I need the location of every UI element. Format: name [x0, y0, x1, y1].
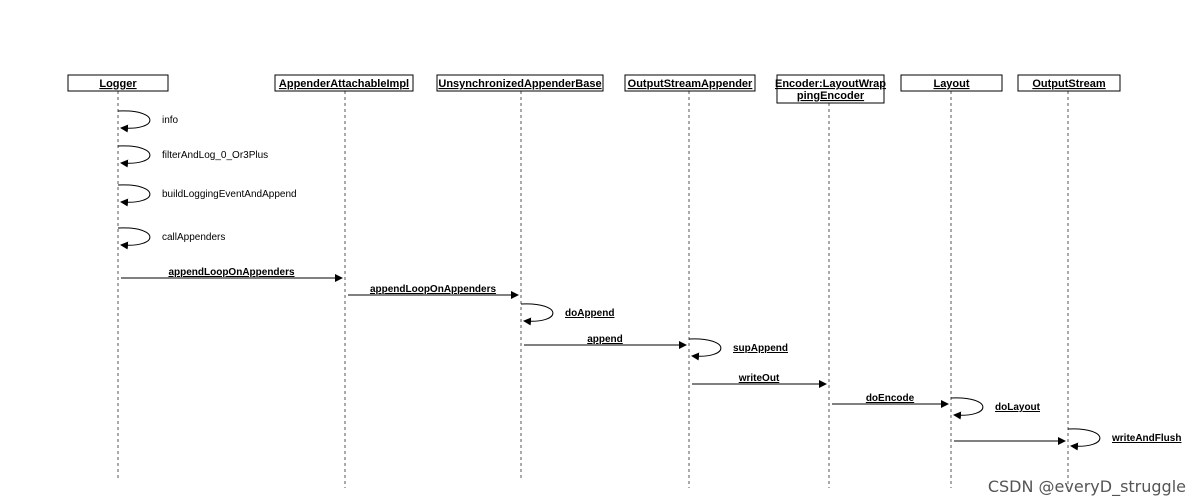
lifeline-label: OutputStream — [1032, 78, 1106, 90]
self-loop-arrow — [117, 110, 151, 133]
message-label: info — [162, 115, 179, 126]
lifeline-box — [274, 74, 414, 92]
self-message: doLayout — [950, 397, 1041, 420]
lifeline-box — [624, 74, 756, 92]
lifeline-box — [436, 74, 604, 92]
lifeline-label: Logger — [99, 78, 137, 90]
self-loop-arrow — [688, 338, 722, 361]
message-label: writeAndFlush — [1111, 433, 1181, 444]
watermark: CSDN @everyD_struggle — [987, 477, 1186, 496]
message-label: doEncode — [866, 393, 915, 404]
lifeline-label: OutputStreamAppender — [628, 78, 753, 90]
self-loop-arrow — [950, 397, 984, 420]
self-message: buildLoggingEventAndAppend — [117, 184, 297, 207]
message-label: filterAndLog_0_Or3Plus — [162, 150, 268, 161]
self-loop-arrow — [1067, 428, 1101, 451]
lifeline-logger: Logger — [67, 74, 169, 478]
self-message: callAppenders — [117, 227, 225, 250]
lifeline-label: Encoder:LayoutWrap — [775, 78, 886, 90]
lifeline-box — [1017, 74, 1121, 92]
self-loop-arrow — [520, 303, 554, 326]
messages: info filterAndLog_0_Or3Plus buildLoggingEv… — [117, 110, 1181, 451]
message-label: append — [587, 334, 623, 345]
lifelines: Logger AppenderAttachableImpl Unsynchroniz… — [67, 74, 1121, 488]
message-label: doAppend — [565, 308, 614, 319]
self-loop-arrow — [117, 184, 151, 207]
message-label: buildLoggingEventAndAppend — [162, 189, 297, 200]
message-label: supAppend — [733, 343, 788, 354]
self-message: writeAndFlush — [1067, 428, 1181, 451]
message-label: appendLoopOnAppenders — [168, 267, 295, 278]
lifeline-label: Layout — [933, 78, 969, 90]
lifeline-label-line2: pingEncoder — [797, 90, 865, 102]
self-loop-arrow — [117, 145, 151, 168]
self-message: filterAndLog_0_Or3Plus — [117, 145, 268, 168]
call-message: append — [524, 334, 687, 349]
message-label: appendLoopOnAppenders — [370, 284, 497, 295]
message-label: callAppenders — [162, 232, 225, 243]
self-message: doAppend — [520, 303, 614, 326]
message-label: doLayout — [995, 402, 1041, 413]
call-message: appendLoopOnAppenders — [348, 284, 519, 299]
self-message: supAppend — [688, 338, 788, 361]
message-label: writeOut — [738, 373, 780, 384]
lifeline-osa: OutputStreamAppender — [624, 74, 756, 488]
lifeline-box — [900, 74, 1003, 92]
lifeline-box — [776, 74, 885, 104]
call-message: doEncode — [832, 393, 949, 408]
self-message: info — [117, 110, 179, 133]
lifeline-uab: UnsynchronizedAppenderBase — [436, 74, 604, 478]
self-loop-arrow — [117, 227, 151, 250]
lifeline-aai: AppenderAttachableImpl — [274, 74, 414, 488]
call-message: writeOut — [692, 373, 827, 388]
lifeline-label: AppenderAttachableImpl — [279, 78, 409, 90]
lifeline-box — [67, 74, 169, 92]
lifeline-layout: Layout — [900, 74, 1003, 488]
lifeline-os: OutputStream — [1017, 74, 1121, 488]
lifeline-label: UnsynchronizedAppenderBase — [438, 78, 601, 90]
call-message: appendLoopOnAppenders — [121, 267, 343, 282]
